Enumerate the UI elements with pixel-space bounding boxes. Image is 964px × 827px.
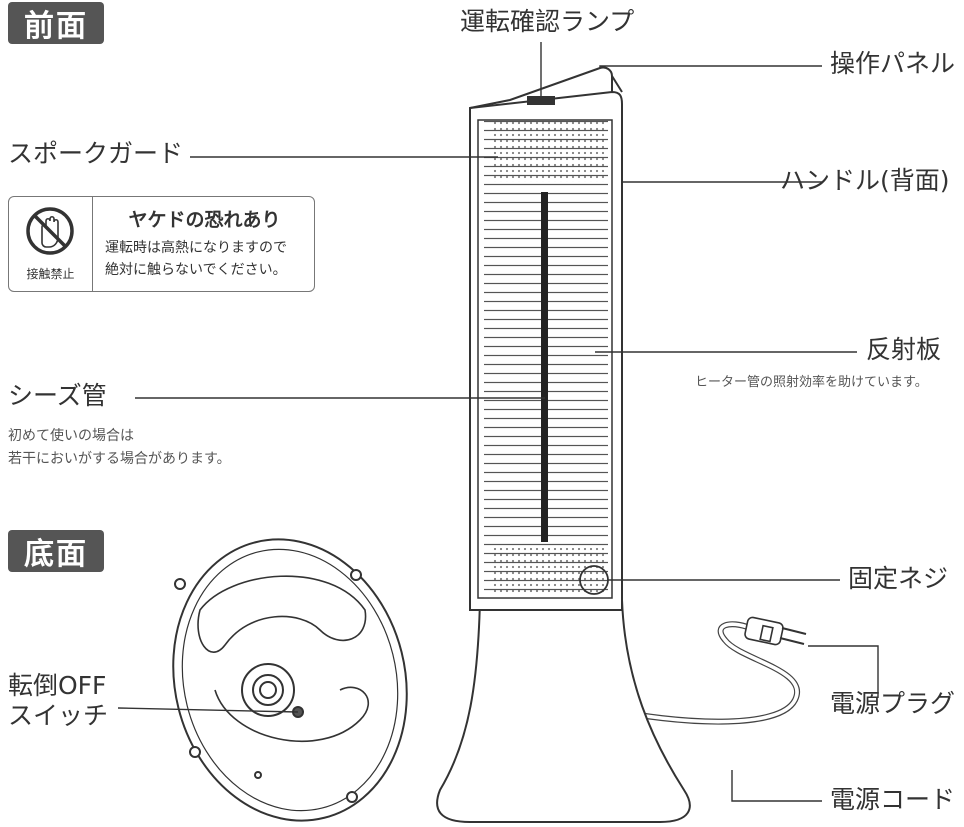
indicator-lamp <box>527 96 555 105</box>
warning-line-2: 絶対に触らないでください。 <box>105 262 287 278</box>
handle-label: ハンドル(背面) <box>780 166 950 195</box>
reflector-label: 反射板 <box>866 335 942 364</box>
spoke-guard-label: スポークガード <box>8 139 184 168</box>
fixing-screw-label: 固定ネジ <box>848 564 949 593</box>
leader-lines <box>117 42 879 802</box>
no-touch-icon-label: 接触禁止 <box>26 267 75 281</box>
bottom-section-title: 底面 <box>24 537 88 572</box>
sheathed-note-1: 初めて使いの場合は <box>8 428 134 444</box>
power-plug <box>744 616 807 646</box>
power-cord-label: 電源コード <box>830 785 956 814</box>
warning-line-1: 運転時は高熱になりますので <box>105 240 287 256</box>
front-section-badge: 前面 <box>8 2 104 44</box>
front-section-title: 前面 <box>24 9 88 44</box>
warning-title: ヤケドの恐れあり <box>128 209 281 231</box>
warning-box: 接触禁止 ヤケドの恐れあり 運転時は高熱になりますので 絶対に触らないでください… <box>8 196 315 292</box>
power-plug-label: 電源プラグ <box>830 689 956 718</box>
tip-over-switch-label-2: スイッチ <box>8 701 109 730</box>
tip-over-switch-label-1: 転倒OFF <box>8 671 107 700</box>
no-touch-icon-panel: 接触禁止 <box>9 197 93 291</box>
no-touch-icon <box>26 207 74 255</box>
base-bottom-view <box>172 538 408 822</box>
control-panel-label: 操作パネル <box>830 49 956 78</box>
sheathed-tube-label: シーズ管 <box>8 381 107 410</box>
sheath-tube-center <box>541 192 548 542</box>
bottom-section-badge: 底面 <box>8 530 104 572</box>
sheathed-note-2: 若干においがする場合があります。 <box>8 451 231 467</box>
indicator-lamp-label: 運転確認ランプ <box>460 7 635 36</box>
reflector-note: ヒーター管の照射効率を助けています。 <box>695 375 928 390</box>
